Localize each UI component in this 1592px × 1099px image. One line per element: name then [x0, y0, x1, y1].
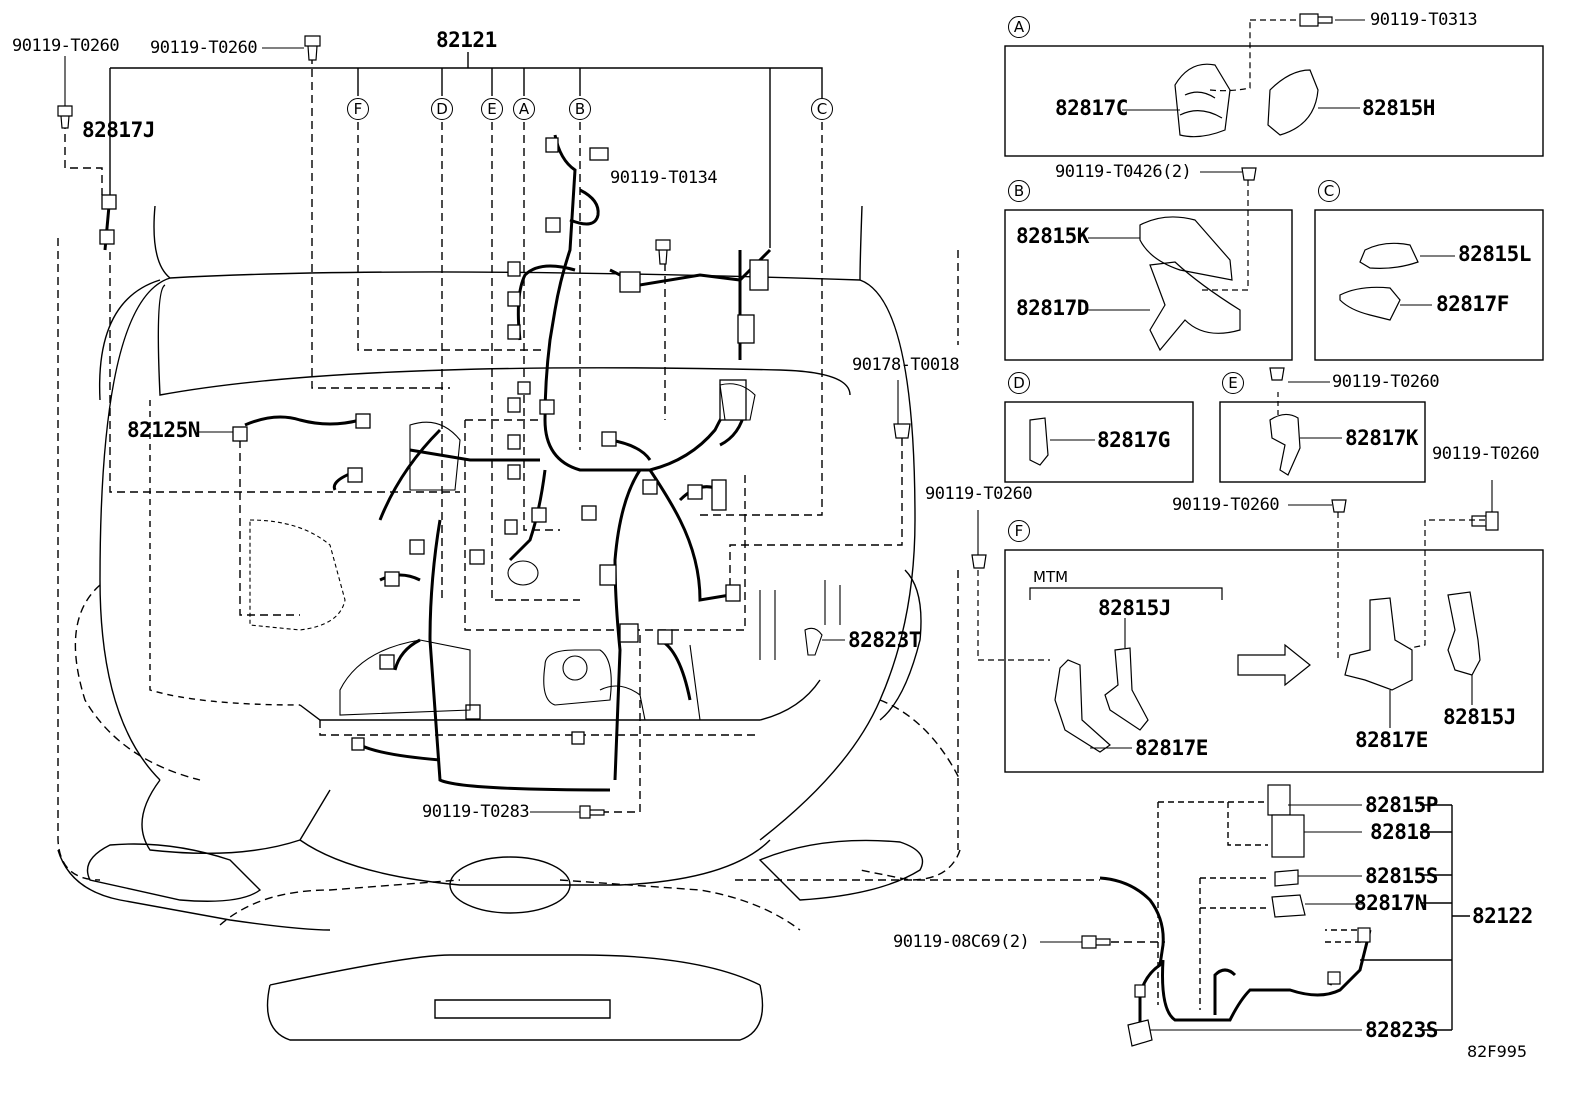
label-f-clamp-before: 82817E [1135, 736, 1208, 760]
label-c-clamp: 82817F [1436, 292, 1509, 316]
label-protector-82815p: 82815P [1365, 793, 1438, 817]
label-left-bolt: 90119-T0260 [12, 36, 120, 56]
label-f-protector-after: 82815J [1443, 705, 1516, 729]
detail-b-parts [1139, 167, 1257, 352]
label-e-bolt: 90119-T0260 [1332, 372, 1440, 392]
detail-a-tag: A [1008, 16, 1030, 38]
label-bolt-t0134: 90119-T0134 [610, 168, 718, 188]
label-f-bolt-right: 90119-T0260 [1432, 444, 1540, 464]
callout-a: A [513, 98, 535, 120]
label-protector-82823t: 82823T [848, 628, 921, 652]
harness-connectors [99, 137, 769, 751]
label-b-clamp: 82817D [1016, 296, 1089, 320]
sub-harness-82122 [1081, 784, 1470, 1047]
label-a-protector: 82815H [1362, 96, 1435, 120]
detail-e-parts [1269, 367, 1301, 476]
detail-d-tag: D [1008, 372, 1030, 394]
label-leaders [64, 19, 1493, 1031]
callout-f: F [347, 98, 369, 120]
callout-d: D [431, 98, 453, 120]
label-f-bolt-left: 90119-T0260 [925, 484, 1033, 504]
detail-e-tag: E [1222, 372, 1244, 394]
label-harness-82121: 82121 [436, 28, 497, 52]
harness-82121-bracket [109, 52, 823, 248]
label-clamp-82817j: 82817J [82, 118, 155, 142]
figure-reference: 82F995 [1467, 1042, 1528, 1061]
label-left-bolt-2: 90119-T0260 [150, 38, 258, 58]
label-e-clamp: 82817K [1345, 426, 1418, 450]
label-protector-82815s: 82815S [1365, 864, 1438, 888]
label-sub-bolt: 90119-08C69(2) [893, 932, 1030, 952]
vehicle-outline [57, 205, 961, 1041]
label-c-protector: 82815L [1458, 242, 1531, 266]
label-f-clamp-after: 82817E [1355, 728, 1428, 752]
callout-leaders [64, 56, 1165, 943]
detail-c-tag: C [1318, 180, 1340, 202]
callout-c: C [811, 98, 833, 120]
detail-boxes [1004, 45, 1544, 773]
label-b-bolt: 90119-T0426(2) [1055, 162, 1192, 182]
engine-components [249, 383, 841, 721]
label-f-variant: MTM [1033, 568, 1069, 586]
main-bolts [57, 35, 911, 819]
label-f-protector-before: 82815J [1098, 596, 1171, 620]
detail-f-parts [971, 499, 1499, 753]
label-grommet-82125n: 82125N [127, 418, 200, 442]
label-f-bolt-mid: 90119-T0260 [1172, 495, 1280, 515]
detail-b-tag: B [1008, 180, 1030, 202]
label-d-clamp: 82817G [1097, 428, 1170, 452]
label-clip-t0018: 90178-T0018 [852, 355, 960, 375]
label-block-82818: 82818 [1370, 820, 1431, 844]
detail-f-tag: F [1008, 520, 1030, 542]
label-a-bolt: 90119-T0313 [1370, 10, 1478, 30]
callout-b: B [569, 98, 591, 120]
label-bolt-t0283: 90119-T0283 [422, 802, 530, 822]
label-protector-82823s: 82823S [1365, 1018, 1438, 1042]
main-harness-wires [103, 134, 772, 792]
label-harness-82122: 82122 [1472, 904, 1533, 928]
detail-a-parts [1174, 13, 1333, 138]
detail-d-parts [1029, 417, 1049, 466]
label-clamp-82817n: 82817N [1354, 891, 1427, 915]
detail-c-parts [1339, 242, 1419, 321]
label-a-clamp: 82817C [1055, 96, 1128, 120]
callout-e: E [481, 98, 503, 120]
label-b-protector: 82815K [1016, 224, 1089, 248]
